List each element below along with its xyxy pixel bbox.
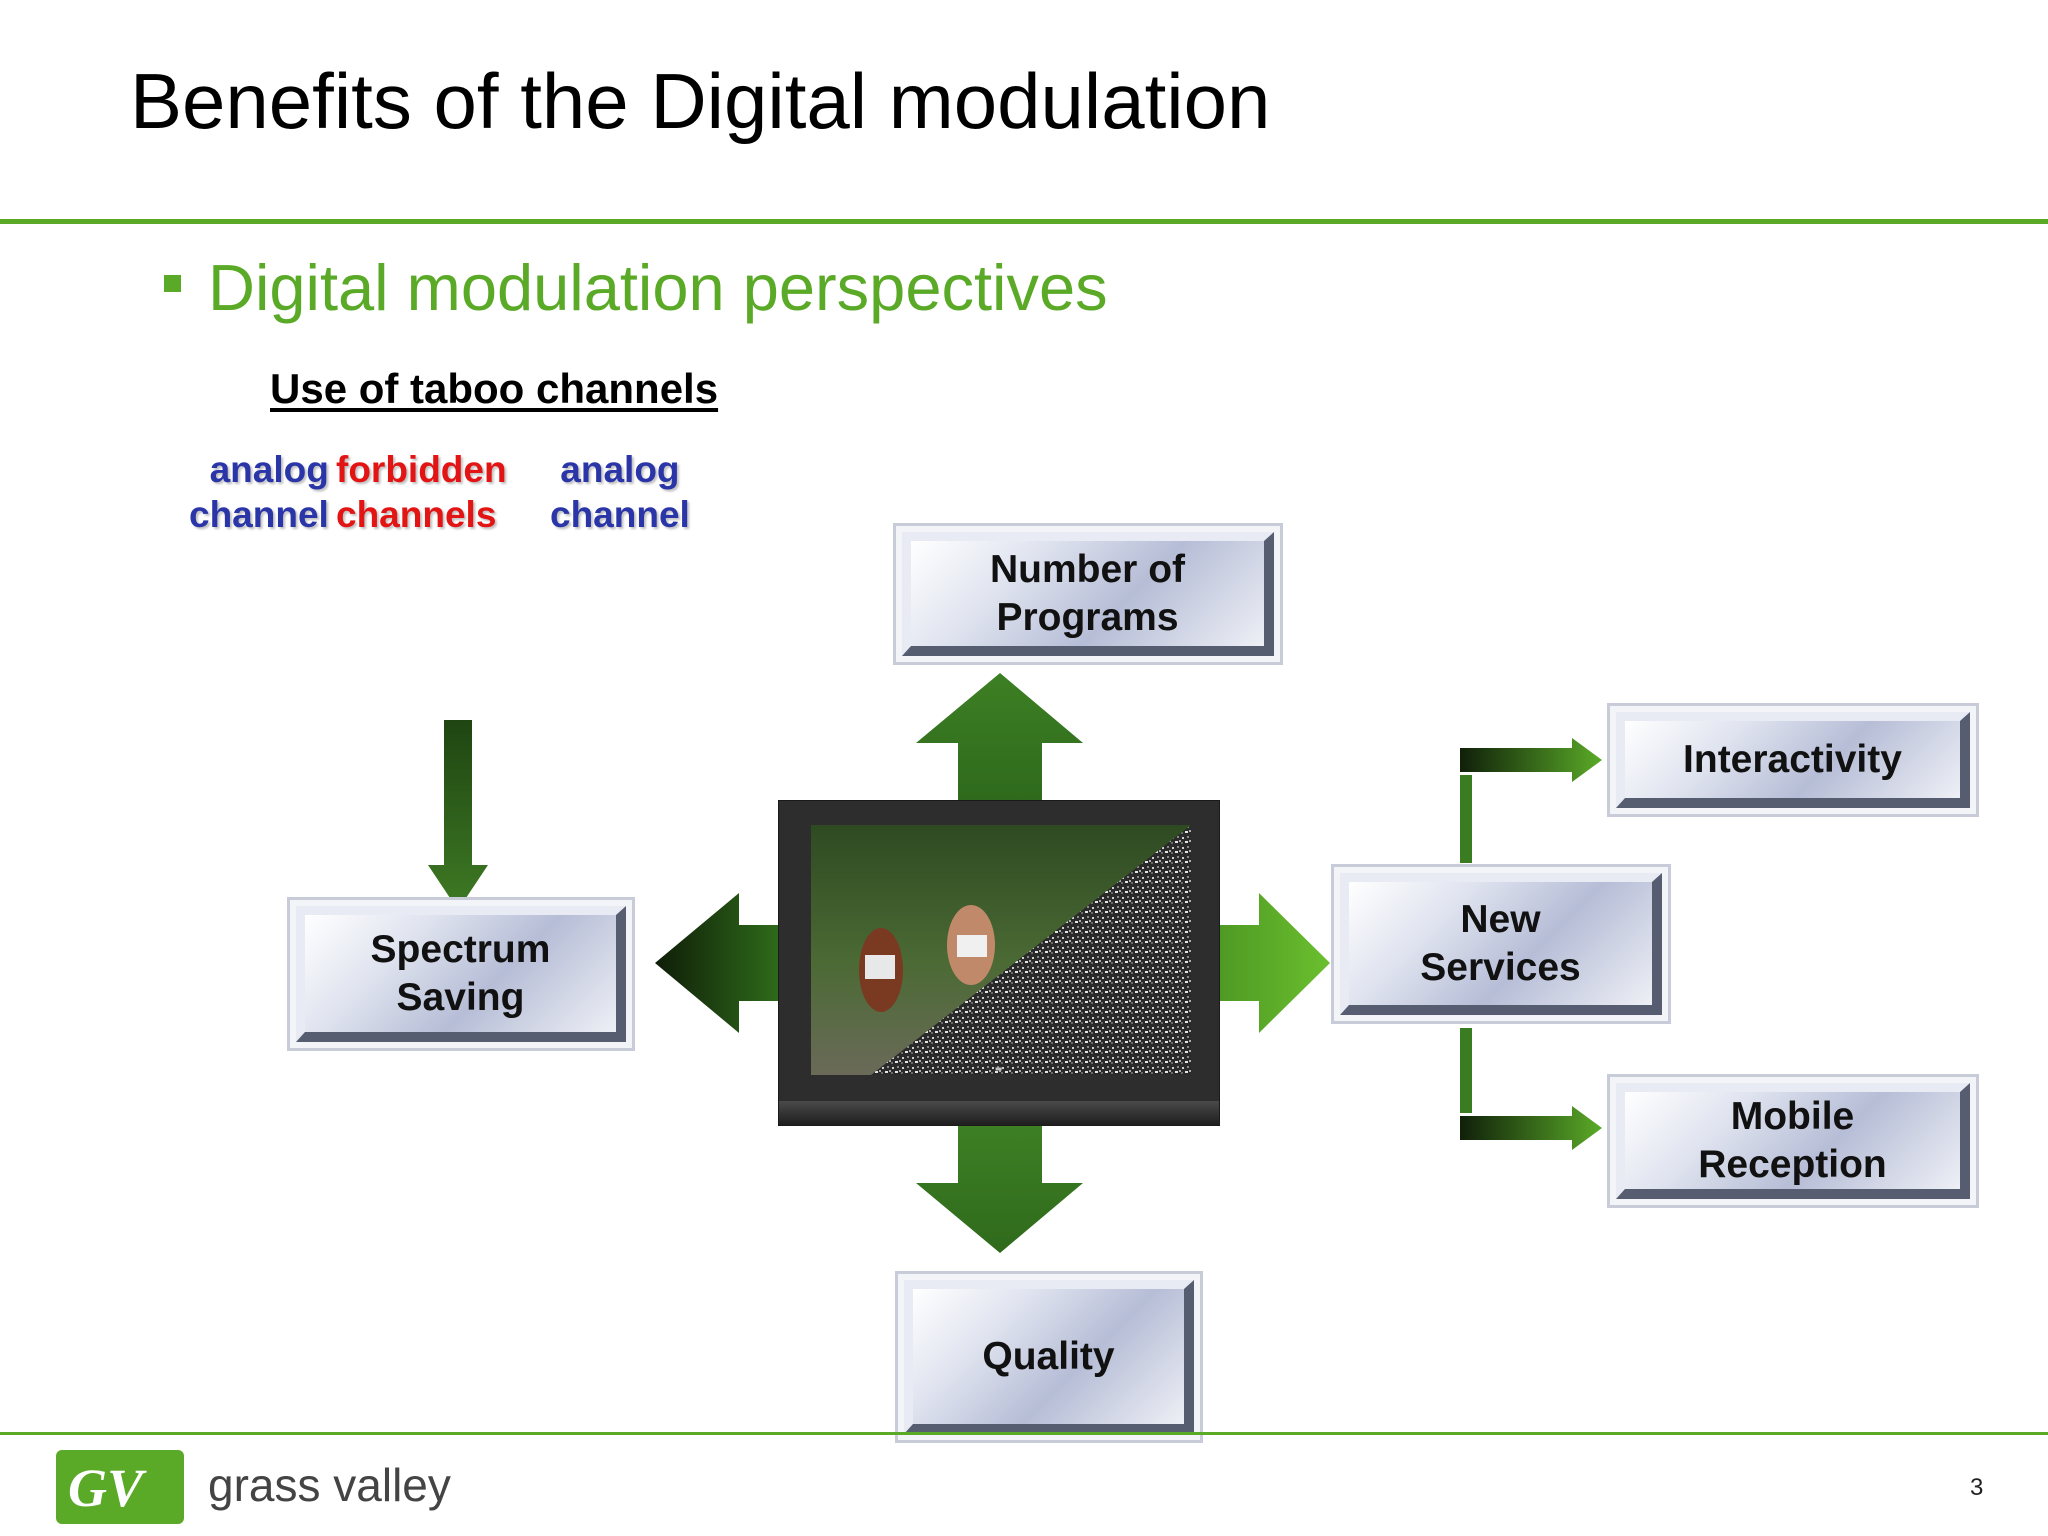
mobile-reception-box: Mobile Reception [1616, 1083, 1970, 1199]
mobile-reception-line1: Mobile [1730, 1094, 1855, 1138]
left-analog-line2: channel [189, 494, 329, 536]
new-services-line1: New [1460, 897, 1541, 941]
mobile-reception-line2: Reception [1698, 1142, 1887, 1186]
forbidden-line2: channels [336, 494, 497, 536]
svg-text:GV: GV [68, 1458, 147, 1518]
right-analog-line1: analog [560, 449, 680, 490]
grass-valley-logo: GV [56, 1450, 184, 1524]
right-analog-line2: channel [550, 494, 690, 536]
bullet-marker [164, 275, 181, 292]
new-services-line2: Services [1420, 945, 1581, 989]
footer-divider [0, 1432, 2048, 1435]
branch-connector-bottom [1460, 1028, 1472, 1113]
title-divider [0, 219, 2048, 224]
left-analog-channel-label: analog channel [189, 447, 329, 537]
right-arrow [1220, 893, 1330, 1033]
television-icon [811, 825, 1191, 1075]
spectrum-saving-box: Spectrum Saving [296, 906, 626, 1042]
number-of-programs-box: Number of Programs [902, 532, 1274, 656]
tv-screen-image [811, 825, 1191, 1075]
left-analog-line1: analog [209, 449, 329, 490]
logo-mark: GV [68, 1458, 147, 1518]
interactivity-box: Interactivity [1616, 712, 1970, 808]
spectrum-saving-line1: Spectrum [370, 927, 551, 971]
left-arrow [655, 893, 778, 1033]
number-of-programs-line2: Programs [996, 595, 1179, 639]
tv-stand [779, 1101, 1219, 1125]
down-arrow [916, 1126, 1083, 1253]
spectrum-down-arrow [428, 720, 488, 910]
quality-line1: Quality [982, 1334, 1115, 1378]
page-number: 3 [1970, 1474, 1984, 1501]
forbidden-channels-label: forbidden channels [336, 447, 507, 537]
forbidden-line1: forbidden [336, 449, 507, 490]
branch-connector-top [1460, 775, 1472, 863]
right-analog-channel-label: analog channel [550, 447, 690, 537]
taboo-channels-heading: Use of taboo channels [270, 365, 719, 412]
number-of-programs-line1: Number of [990, 547, 1185, 591]
up-arrow [916, 673, 1083, 800]
bullet-heading: Digital modulation perspectives [208, 251, 1108, 324]
spectrum-saving-line2: Saving [396, 975, 525, 1019]
interactivity-branch-arrow [1460, 738, 1602, 782]
new-services-box: New Services [1340, 873, 1662, 1015]
tv-brand-plate: ▬ [994, 1064, 1004, 1073]
quality-box: Quality [904, 1280, 1194, 1434]
slide-title: Benefits of the Digital modulation [130, 57, 1271, 145]
television: ▬ [778, 800, 1220, 1126]
mobile-branch-arrow [1460, 1106, 1602, 1150]
interactivity-line1: Interactivity [1683, 737, 1902, 781]
brand-name: grass valley [208, 1459, 451, 1511]
